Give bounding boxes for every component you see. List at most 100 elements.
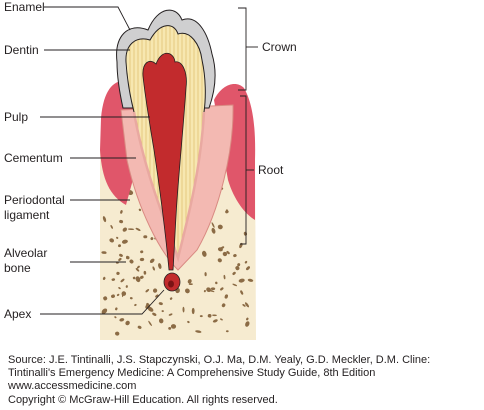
bone-speckle: [226, 250, 230, 255]
caption-source: Source: J.E. Tintinalli, J.S. Stapczynsk…: [8, 354, 431, 366]
bone-speckle: [225, 330, 229, 333]
bone-speckle: [238, 278, 245, 283]
bone-speckle: [237, 263, 241, 267]
bone-speckle: [119, 219, 124, 224]
bone-speckle: [221, 303, 226, 308]
bone-speckle: [122, 227, 127, 232]
bone-speckle: [217, 224, 223, 230]
bone-speckle: [152, 312, 157, 316]
bone-speckle: [240, 290, 244, 295]
bone-speckle: [145, 304, 151, 309]
bone-speckle: [116, 236, 119, 239]
bone-speckle: [210, 287, 216, 291]
bone-speckle: [102, 216, 107, 223]
bone-speckle: [136, 265, 140, 269]
label-cementum: Cementum: [4, 151, 63, 165]
bone-speckle: [244, 260, 248, 264]
bone-speckle: [139, 275, 144, 279]
bone-speckle: [168, 313, 173, 316]
bone-speckle: [125, 285, 128, 288]
bone-speckle: [191, 307, 195, 315]
bone-speckle: [135, 227, 141, 231]
leader-apex: [40, 289, 165, 315]
bone-speckle: [118, 244, 121, 248]
bone-speckle: [119, 318, 125, 322]
bone-speckle: [232, 271, 236, 275]
bone-speckle: [138, 208, 142, 212]
bone-speckle: [115, 262, 119, 264]
bone-speckle: [219, 318, 223, 321]
bone-speckle: [152, 288, 158, 293]
bone-speckle: [170, 324, 177, 329]
bone-speckle: [187, 279, 192, 284]
bone-speckle: [111, 278, 116, 281]
bone-speckle: [111, 294, 115, 298]
bone-speckle: [115, 331, 120, 336]
bone-speckle: [135, 276, 141, 283]
bone-speckle: [207, 313, 212, 318]
bone-speckle: [101, 308, 108, 314]
bone-speckle: [150, 237, 154, 241]
label-alveolar-2: bone: [4, 261, 31, 275]
bone-speckle: [143, 235, 148, 239]
bone-speckle: [147, 306, 154, 312]
bone-speckle: [143, 270, 147, 275]
bone-speckle: [188, 283, 193, 285]
bone-speckle: [127, 228, 135, 231]
label-pulp: Pulp: [4, 110, 29, 124]
bone-speckle: [161, 310, 164, 313]
cementum: [132, 111, 206, 263]
bone-speckle: [109, 238, 115, 243]
label-periodontal-1: Periodontal: [4, 193, 65, 207]
bone-speckle: [204, 272, 207, 277]
bone-speckle: [217, 258, 222, 263]
bone-speckle: [132, 276, 136, 280]
bone-speckle: [134, 303, 137, 307]
bone-speckle: [199, 315, 203, 318]
label-dentin: Dentin: [4, 43, 39, 57]
bone-speckle: [224, 294, 228, 299]
crown-bracket: [238, 7, 247, 91]
label-enamel: Enamel: [4, 0, 45, 14]
bone-speckle: [182, 306, 185, 313]
label-periodontal-2: ligament: [4, 208, 50, 222]
bone-speckle: [137, 325, 142, 329]
bone-speckle: [168, 326, 172, 330]
bone-speckle: [114, 316, 117, 319]
bone-speckle: [212, 314, 217, 317]
bone-speckle: [211, 222, 215, 228]
bone-speckle: [152, 266, 155, 271]
bone-speckle: [220, 287, 224, 291]
bone-speckle: [215, 281, 218, 285]
bone-speckle: [158, 263, 162, 269]
bone-speckle: [225, 210, 229, 214]
bone-speckle: [115, 307, 118, 311]
bone-speckle: [129, 259, 134, 264]
bone-speckle: [232, 283, 238, 287]
pulp: [142, 52, 187, 271]
label-apex: Apex: [4, 307, 32, 321]
caption-website[interactable]: www.accessmedicine.com: [8, 380, 137, 392]
bone-speckle: [125, 320, 130, 326]
bone-speckle: [246, 266, 250, 271]
bone-speckle: [145, 289, 150, 293]
bone-speckle: [220, 246, 225, 250]
bone-speckle: [242, 304, 246, 307]
bone-speckle: [148, 320, 152, 327]
bone-speckle: [169, 297, 173, 300]
bone-speckle: [120, 278, 125, 283]
bone-speckle: [149, 258, 155, 264]
bone-speckle: [222, 251, 228, 257]
leader-enamel: [44, 6, 131, 31]
bone-speckle: [185, 288, 190, 294]
bone-speckle: [129, 297, 133, 300]
bone-speckle: [103, 296, 108, 301]
label-root: Root: [258, 163, 284, 177]
bone-speckle: [187, 320, 190, 324]
label-crown: Crown: [262, 40, 297, 54]
bone-speckle: [211, 227, 216, 234]
bone-speckle: [116, 271, 120, 276]
bone-speckle: [135, 268, 140, 272]
bone-speckle: [110, 224, 113, 229]
